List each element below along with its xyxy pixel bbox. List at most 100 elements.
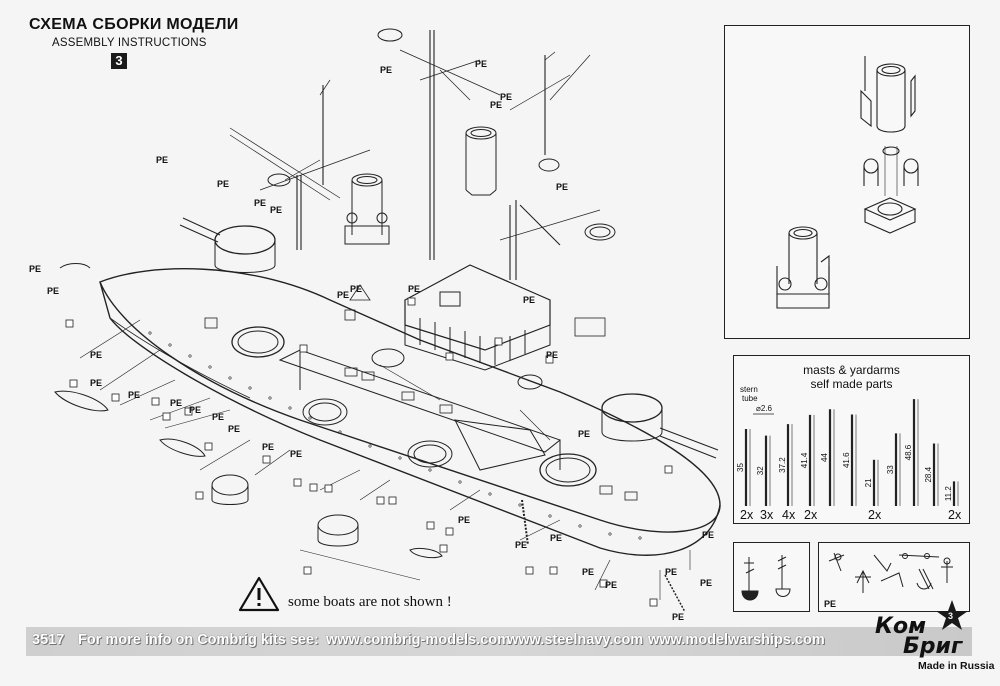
small-detail-drawing-2: PE (824, 552, 953, 609)
barbette-aft (539, 453, 597, 487)
pe-label: PE (290, 449, 302, 459)
mast-part-length: 35 (736, 463, 745, 472)
pe-label: PE (156, 155, 168, 165)
pe-label: PE (217, 179, 229, 189)
pe-label: PE (337, 290, 349, 300)
small-detail-panel-2: PE (818, 542, 970, 612)
funnel-detail-drawing (776, 56, 919, 309)
funnel-fore (344, 173, 390, 245)
mast-part-length: 41.6 (842, 452, 851, 468)
pe-label: PE (128, 390, 140, 400)
hull-deck-outline (99, 268, 721, 533)
pe-label: PE (700, 578, 712, 588)
pe-label: PE (170, 398, 182, 408)
pe-label: PE (582, 567, 594, 577)
masts-yardarms-panel: masts & yardarms self made parts stern t… (733, 355, 970, 524)
masts-panel-title-line2: self made parts (810, 377, 893, 391)
step-number-badge: 3 (111, 53, 127, 69)
title-russian: СХЕМА СБОРКИ МОДЕЛИ (29, 16, 239, 33)
pe-label: PE (605, 580, 617, 590)
pe-label: PE (546, 350, 558, 360)
deck-fittings (204, 284, 638, 501)
made-in-russia: Made in Russia (918, 660, 995, 672)
turret-fore (179, 217, 276, 273)
funnel-detail-panel (724, 25, 970, 339)
warning-icon (238, 576, 280, 612)
footer-link-steelnavy[interactable]: www.steelnavy.com (507, 632, 644, 648)
masts-panel-title-line1: masts & yardarms (803, 363, 900, 377)
pe-label: PE (408, 284, 420, 294)
pe-label: PE (475, 59, 487, 69)
small-detail-panel-1 (733, 542, 810, 612)
small-detail-drawing-1 (741, 555, 791, 601)
bridge-structure (404, 264, 551, 371)
footer-link-modelwarships[interactable]: www.modelwarships.com (648, 632, 825, 648)
masts-parts-drawing: stern tube ⌀2.6 35 32 37.2 41.4 44 41.6 21 33 48… (736, 385, 962, 522)
boat-2 (159, 438, 206, 457)
mast-part-quantity: 2x (740, 508, 754, 522)
pe-label: PE (212, 412, 224, 422)
footer-link-combrig[interactable]: www.combrig-models.com (326, 632, 510, 648)
mast-part-length: 11.2 (944, 486, 953, 502)
masts (296, 30, 561, 280)
pe-label: PE (550, 533, 562, 543)
pe-label: PE (672, 612, 684, 622)
pe-label: PE (262, 442, 274, 452)
mast-part-quantity: 4x (782, 508, 796, 522)
stern-tube-diameter: ⌀2.6 (756, 404, 772, 413)
small-detail-pe-label: PE (824, 599, 836, 609)
boat-3 (409, 547, 443, 559)
pe-label: PE (500, 92, 512, 102)
mast-part-length: 33 (886, 465, 895, 474)
footer-info-text: For more info on Combrig kits see: (78, 632, 319, 648)
pe-label: PE (228, 424, 240, 434)
turret-aft (601, 393, 719, 459)
mast-part-length: 28.4 (924, 466, 933, 482)
pe-label: PE (523, 295, 535, 305)
mast-part-quantity: 3x (760, 508, 774, 522)
pe-label: PE (380, 65, 392, 75)
star-icon: 3 (936, 600, 968, 630)
pe-label: PE (490, 100, 502, 110)
mast-part-length: 48.6 (904, 444, 913, 460)
stern-tube-label: stern (740, 385, 758, 394)
mast-part-quantity: 2x (804, 508, 818, 522)
pe-label: PE (578, 429, 590, 439)
warning-text: some boats are not shown ! (288, 594, 452, 610)
mast-part-length: 41.4 (800, 452, 809, 468)
pe-label: PE (254, 198, 266, 208)
anchor-chain (521, 499, 529, 546)
boat-1 (54, 390, 109, 412)
star-step-number: 3 (948, 611, 953, 621)
pe-label: PE (47, 286, 59, 296)
casemate-ring-1 (302, 398, 348, 426)
barbette-fore (231, 326, 285, 358)
mast-part-quantity: 2x (868, 508, 882, 522)
mast-part-length: 44 (820, 453, 829, 462)
hull-side (99, 281, 721, 556)
pe-label: PE (90, 378, 102, 388)
pe-label: PE (515, 540, 527, 550)
pe-label: PE (29, 264, 41, 274)
kit-number: 3517 (32, 632, 65, 648)
mast-part-length: 21 (864, 478, 873, 487)
mast-part-length: 37.2 (778, 457, 787, 473)
portholes (148, 331, 642, 540)
pe-label: PE (665, 567, 677, 577)
superstructure (278, 349, 562, 470)
pe-label: PE (270, 205, 282, 215)
pe-label: PE (90, 350, 102, 360)
funnel-aft (465, 126, 497, 196)
title-english: ASSEMBLY INSTRUCTIONS (52, 37, 207, 49)
pe-label: PE (350, 284, 362, 294)
mast-part-quantity: 2x (948, 508, 962, 522)
mast-part-length: 32 (756, 466, 765, 475)
pe-label: PE (189, 405, 201, 415)
combrig-logo: Ком Бриг 3 (873, 598, 973, 668)
logo-word-bottom: Бриг (903, 634, 963, 659)
casemate-ring-2 (407, 440, 453, 468)
stern-tube-label-2: tube (742, 394, 758, 403)
pe-label: PE (702, 530, 714, 540)
